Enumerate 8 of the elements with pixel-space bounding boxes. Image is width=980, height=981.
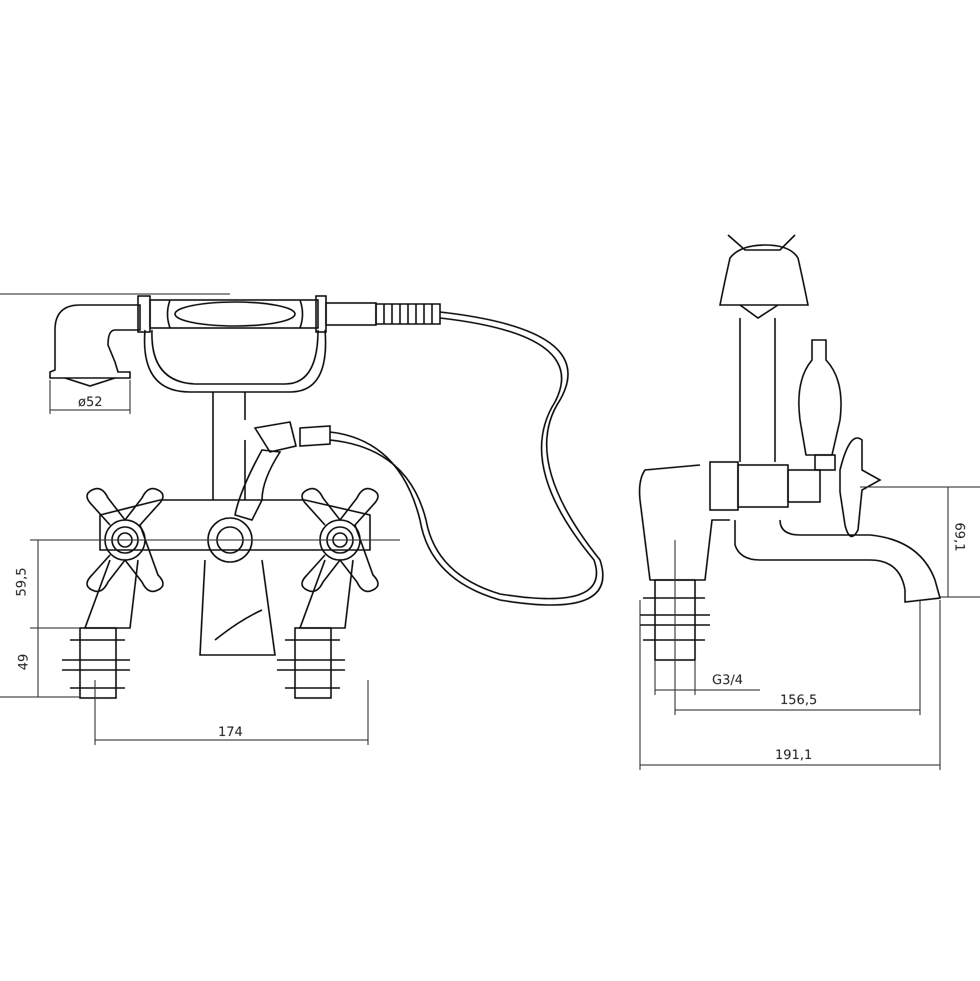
- dimension-label: G3/4: [712, 674, 743, 688]
- dimension-label: ø52: [78, 396, 102, 410]
- dimension-label: 156,5: [780, 694, 818, 708]
- dimension-label: 59,5: [15, 568, 30, 596]
- dimension-label: 49: [17, 654, 32, 670]
- dimension-label: 174: [218, 726, 243, 740]
- dimension-label: 191,1: [775, 749, 812, 763]
- dimension-label: 69,1: [951, 522, 966, 552]
